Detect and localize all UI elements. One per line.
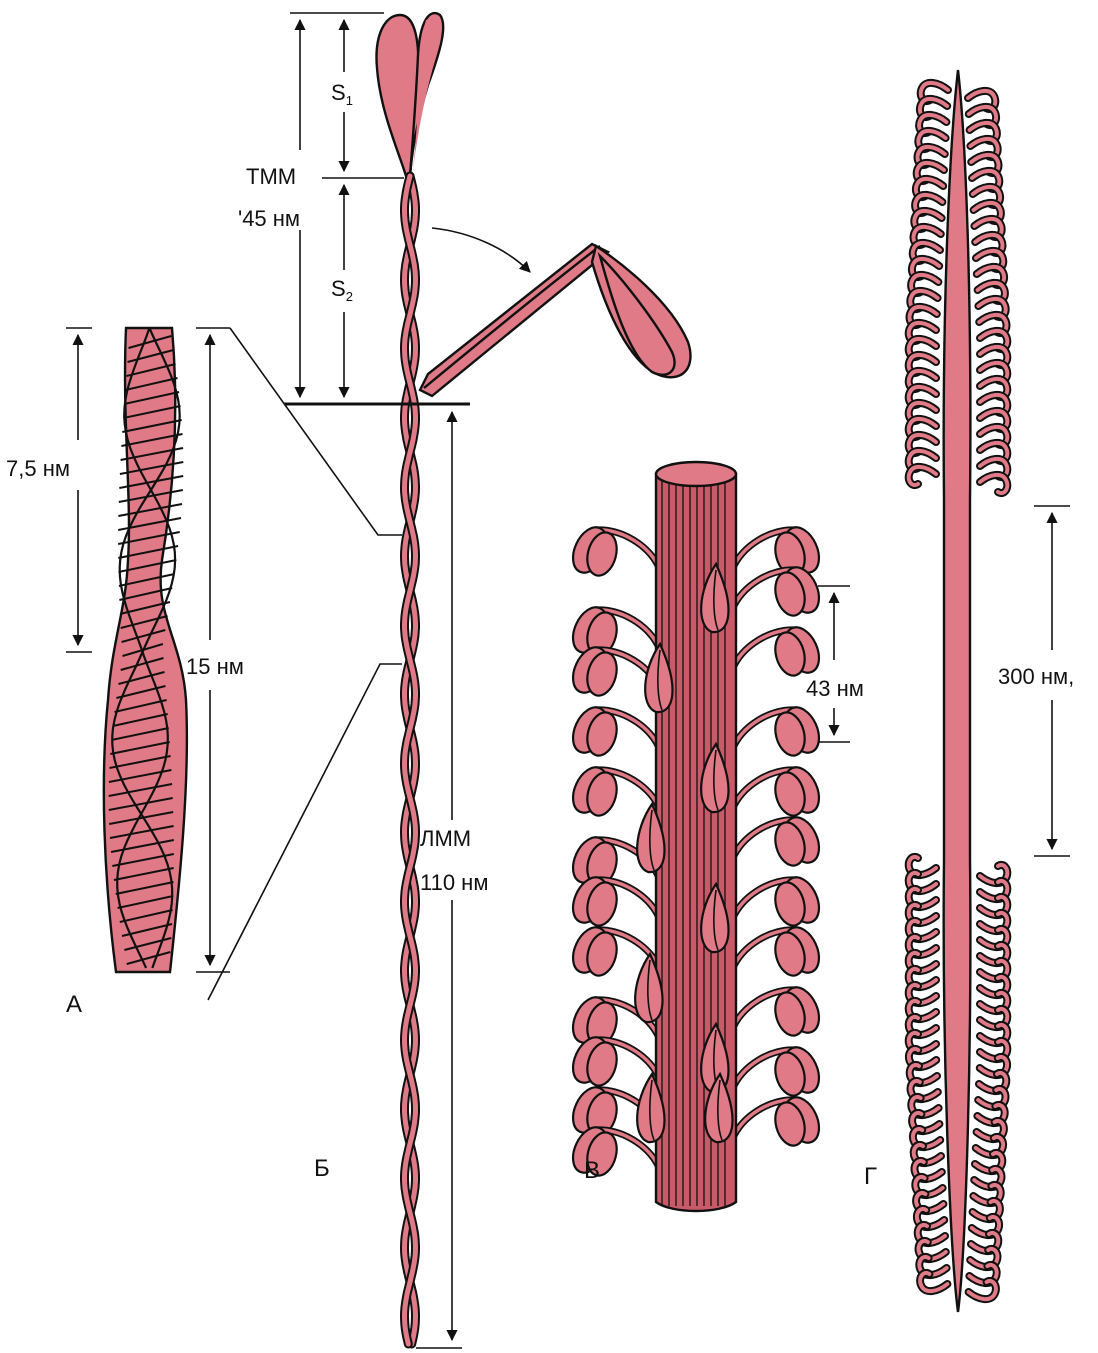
- zoom-connector-top: [230, 328, 402, 535]
- tmm-label: ТММ: [246, 164, 296, 189]
- hinged-s2-branch: [420, 244, 690, 396]
- s2-label: S2: [331, 276, 353, 304]
- panel-b-label: Б: [314, 1155, 330, 1182]
- dimension-15nm: 15 нм: [186, 328, 244, 972]
- right-head-pair: [732, 1092, 826, 1149]
- right-head-pair: [732, 872, 826, 929]
- right-head-pair: [732, 1042, 826, 1099]
- dimension-7-5nm: 7,5 нм: [6, 328, 92, 652]
- zoom-connector-bottom: [208, 664, 402, 1000]
- tmm-length-label: '45 нм: [238, 206, 300, 231]
- right-head-pair: [732, 762, 826, 819]
- left-head-pair: [566, 522, 660, 579]
- right-head-pair: [732, 922, 826, 979]
- bipolar-filament-core: [944, 70, 971, 1312]
- filament-cross-section: [656, 462, 736, 486]
- panel-a-coiled-coil: [104, 328, 187, 972]
- left-head-pair: [566, 702, 660, 759]
- panel-a-label: А: [66, 991, 82, 1018]
- dimension-300nm: 300 нм,: [998, 506, 1074, 856]
- panel-d-bipolar-filament: [909, 70, 1008, 1312]
- panel-d-label: Г: [864, 1163, 877, 1190]
- lmm-length-label: 110 нм: [420, 870, 488, 895]
- panel-b-dimensions: S1 S2 ТММ '45 нм ЛММ 110 нм: [238, 13, 488, 1348]
- s1-label: S1: [331, 80, 353, 108]
- left-head-pair: [566, 762, 660, 819]
- bare-zone-label: 300 нм,: [998, 664, 1074, 689]
- right-head-pair: [732, 982, 826, 1039]
- right-head-pair: [732, 812, 826, 869]
- pitch-label: 7,5 нм: [6, 456, 70, 481]
- right-head-pair: [732, 622, 826, 679]
- panel-c-label: В: [584, 1157, 600, 1184]
- myosin-tail: [405, 176, 416, 1344]
- rotation-arrow: [432, 228, 530, 272]
- lmm-label: ЛММ: [420, 826, 471, 851]
- panel-c-thick-filament: [566, 462, 825, 1211]
- right-head-pair: [732, 702, 826, 759]
- spacing-label: 43 нм: [806, 676, 864, 701]
- period-label: 15 нм: [186, 654, 244, 679]
